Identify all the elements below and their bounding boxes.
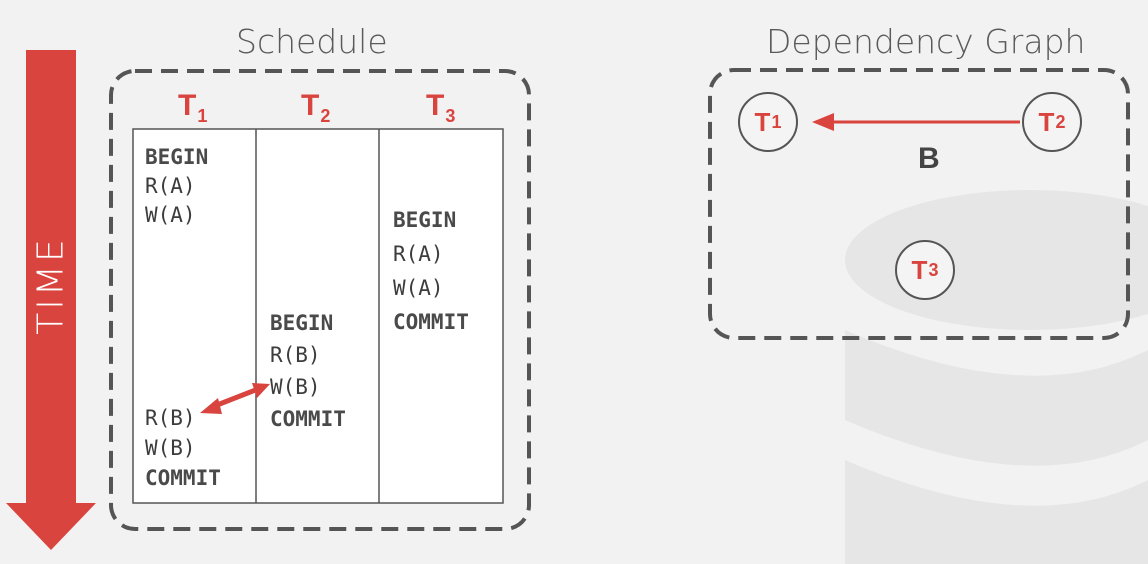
t1-op-commit: COMMIT [145,466,221,490]
t1-op-write-a: W(A) [145,203,196,227]
dependency-edge-t2-t1 [812,113,1020,131]
t2-op-begin: BEGIN [270,311,334,335]
graph-title: Dependency Graph [766,22,1086,61]
conflict-arrow [200,383,270,414]
schedule-table [132,128,504,504]
t1-op-read-b: R(B) [145,406,196,430]
time-arrow-shaft [26,50,76,505]
schedule-frame [109,69,531,531]
t3-op-read-a: R(A) [393,242,444,266]
t2-op-commit: COMMIT [270,407,346,431]
t3-op-begin: BEGIN [393,208,457,232]
t2-op-read-b: R(B) [270,343,321,367]
graph-frame [708,68,1130,340]
t1-op-read-a: R(A) [145,174,196,198]
column-header-t1: T1 [178,89,208,126]
t1-op-begin: BEGIN [145,145,209,169]
t3-op-write-a: W(A) [393,276,444,300]
t3-op-commit: COMMIT [393,310,469,334]
column-header-t2: T2 [301,89,331,126]
time-arrow-head [6,503,96,550]
edge-label: B [918,142,940,175]
column-header-t3: T3 [426,89,456,126]
time-arrow [6,50,96,550]
t2-op-write-b: W(B) [270,375,321,399]
schedule-title: Schedule [236,22,388,61]
t1-op-write-b: W(B) [145,436,196,460]
